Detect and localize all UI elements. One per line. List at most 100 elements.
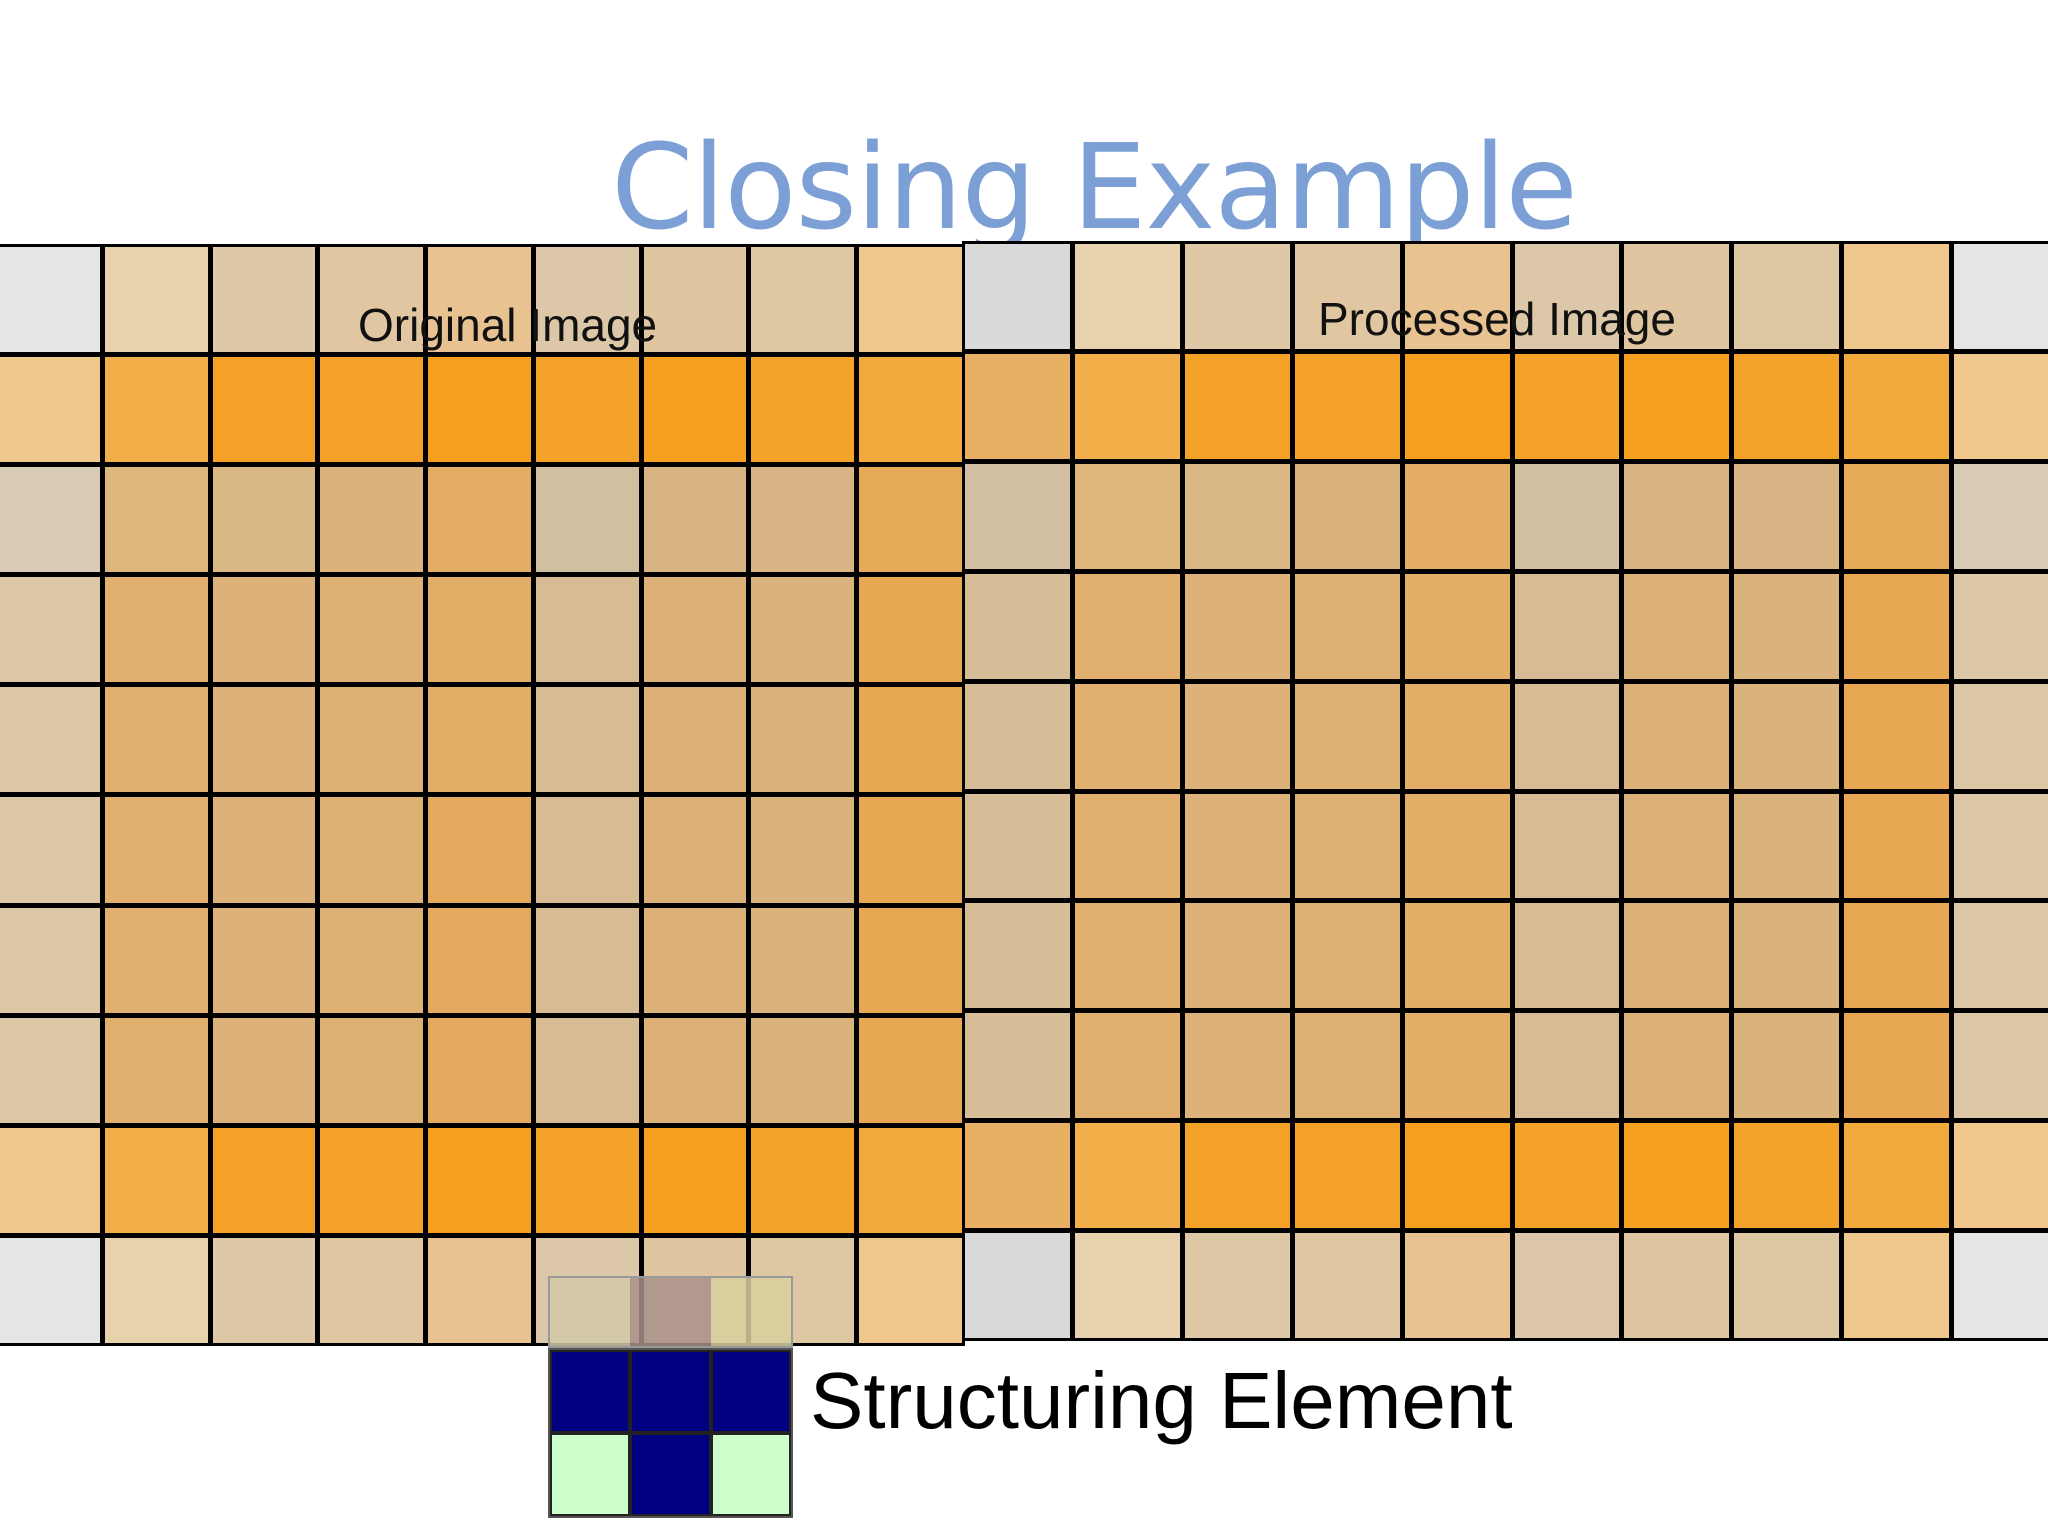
original-pixel-cell: [643, 357, 747, 463]
processed-pixel-cell: [1074, 463, 1180, 569]
original-pixel-cell: [428, 1127, 531, 1233]
original-pixel-cell: [859, 687, 962, 793]
original-image-label: Original Image: [358, 299, 658, 351]
original-pixel-cell: [104, 1127, 208, 1233]
original-pixel-cell: [212, 247, 316, 353]
processed-pixel-cell: [1294, 1013, 1400, 1119]
original-pixel-cell: [428, 1017, 531, 1123]
original-pixel-cell: [0, 687, 100, 793]
original-pixel-cell: [104, 247, 208, 353]
processed-pixel-cell: [1734, 244, 1840, 349]
processed-pixel-cell: [1624, 353, 1730, 459]
processed-pixel-cell: [965, 793, 1070, 899]
processed-pixel-cell: [1844, 353, 1950, 459]
processed-pixel-cell: [1624, 244, 1730, 349]
original-pixel-cell: [428, 797, 531, 903]
processed-pixel-cell: [1954, 573, 2048, 679]
original-pixel-cell: [320, 1017, 424, 1123]
original-pixel-cell: [104, 687, 208, 793]
processed-pixel-cell: [1294, 573, 1400, 679]
original-pixel-cell: [643, 797, 747, 903]
processed-pixel-cell: [1514, 1123, 1620, 1229]
processed-pixel-cell: [965, 1233, 1070, 1338]
processed-pixel-cell: [1624, 573, 1730, 679]
processed-pixel-cell: [1184, 353, 1290, 459]
original-pixel-cell: [320, 577, 424, 683]
processed-pixel-cell: [1514, 353, 1620, 459]
processed-pixel-cell: [1624, 903, 1730, 1009]
processed-pixel-cell: [1074, 244, 1180, 349]
structuring-element-overlay-cell: [710, 1278, 791, 1346]
processed-pixel-cell: [965, 903, 1070, 1009]
processed-pixel-cell: [1074, 1233, 1180, 1338]
original-pixel-cell: [643, 247, 747, 353]
structuring-element-cell: [710, 1350, 791, 1433]
structuring-element-cell: [710, 1433, 791, 1516]
original-pixel-cell: [859, 577, 962, 683]
original-pixel-cell: [0, 1237, 100, 1343]
original-pixel-cell: [212, 1017, 316, 1123]
original-pixel-cell: [0, 577, 100, 683]
original-pixel-cell: [0, 467, 100, 573]
processed-pixel-cell: [1184, 683, 1290, 789]
processed-pixel-cell: [1074, 1123, 1180, 1229]
original-pixel-cell: [535, 907, 639, 1013]
processed-pixel-cell: [965, 463, 1070, 569]
processed-pixel-cell: [1954, 463, 2048, 569]
original-pixel-cell: [428, 907, 531, 1013]
original-pixel-cell: [320, 467, 424, 573]
processed-pixel-cell: [1844, 1013, 1950, 1119]
processed-pixel-cell: [1074, 353, 1180, 459]
original-pixel-cell: [320, 1237, 424, 1343]
processed-pixel-cell: [1844, 683, 1950, 789]
original-pixel-cell: [212, 797, 316, 903]
structuring-element-overlay: [548, 1276, 793, 1348]
processed-pixel-cell: [965, 573, 1070, 679]
original-pixel-cell: [859, 1237, 962, 1343]
processed-pixel-cell: [1514, 1013, 1620, 1119]
processed-pixel-cell: [1734, 1233, 1840, 1338]
processed-pixel-cell: [1294, 903, 1400, 1009]
original-pixel-cell: [0, 247, 100, 353]
original-pixel-cell: [320, 797, 424, 903]
structuring-element-cell: [630, 1433, 711, 1516]
original-pixel-cell: [320, 1127, 424, 1233]
processed-pixel-cell: [1734, 1013, 1840, 1119]
processed-pixel-cell: [1294, 244, 1400, 349]
original-pixel-cell: [104, 797, 208, 903]
original-pixel-cell: [320, 247, 424, 353]
original-pixel-cell: [104, 467, 208, 573]
original-pixel-cell: [428, 247, 531, 353]
processed-pixel-cell: [1734, 793, 1840, 899]
processed-pixel-cell: [1954, 903, 2048, 1009]
processed-pixel-cell: [1624, 1233, 1730, 1338]
original-pixel-cell: [535, 1017, 639, 1123]
structuring-element-label: Structuring Element: [810, 1356, 1513, 1445]
processed-pixel-cell: [1184, 793, 1290, 899]
original-pixel-cell: [0, 357, 100, 463]
original-pixel-cell: [643, 1127, 747, 1233]
processed-pixel-cell: [1844, 463, 1950, 569]
original-pixel-cell: [535, 247, 639, 353]
processed-pixel-cell: [1074, 793, 1180, 899]
original-pixel-cell: [643, 577, 747, 683]
original-pixel-cell: [428, 687, 531, 793]
original-pixel-cell: [212, 687, 316, 793]
processed-pixel-cell: [965, 1123, 1070, 1229]
original-pixel-cell: [859, 247, 962, 353]
original-pixel-cell: [643, 687, 747, 793]
structuring-element-cell: [550, 1433, 631, 1516]
processed-pixel-cell: [1184, 903, 1290, 1009]
processed-pixel-cell: [1404, 683, 1510, 789]
original-pixel-cell: [320, 907, 424, 1013]
processed-pixel-cell: [1734, 1123, 1840, 1229]
original-pixel-cell: [751, 467, 855, 573]
processed-pixel-cell: [1514, 1233, 1620, 1338]
processed-pixel-cell: [1624, 1123, 1730, 1229]
processed-pixel-cell: [1404, 1013, 1510, 1119]
processed-pixel-cell: [1184, 1123, 1290, 1229]
original-pixel-cell: [212, 907, 316, 1013]
processed-pixel-cell: [1514, 573, 1620, 679]
original-pixel-cell: [535, 687, 639, 793]
original-pixel-cell: [751, 907, 855, 1013]
